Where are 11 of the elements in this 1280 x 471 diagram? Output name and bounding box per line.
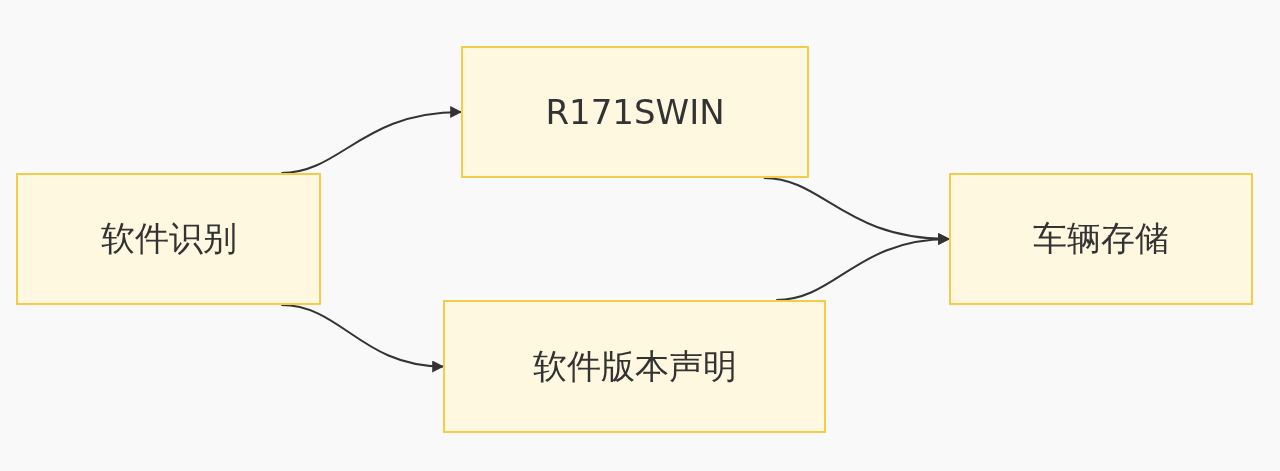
process-box	[461, 46, 809, 178]
arrow	[280, 304, 445, 372]
arrow	[775, 233, 951, 301]
node-label: 软件版本声明	[532, 344, 737, 388]
arrow	[280, 106, 463, 174]
node-label: 软件识别	[100, 217, 237, 260]
process-box	[949, 173, 1253, 305]
process-box	[16, 173, 321, 305]
process-box	[443, 300, 826, 433]
node-label: R171SWIN	[545, 92, 725, 132]
node-label: 车辆存储	[1033, 217, 1169, 260]
